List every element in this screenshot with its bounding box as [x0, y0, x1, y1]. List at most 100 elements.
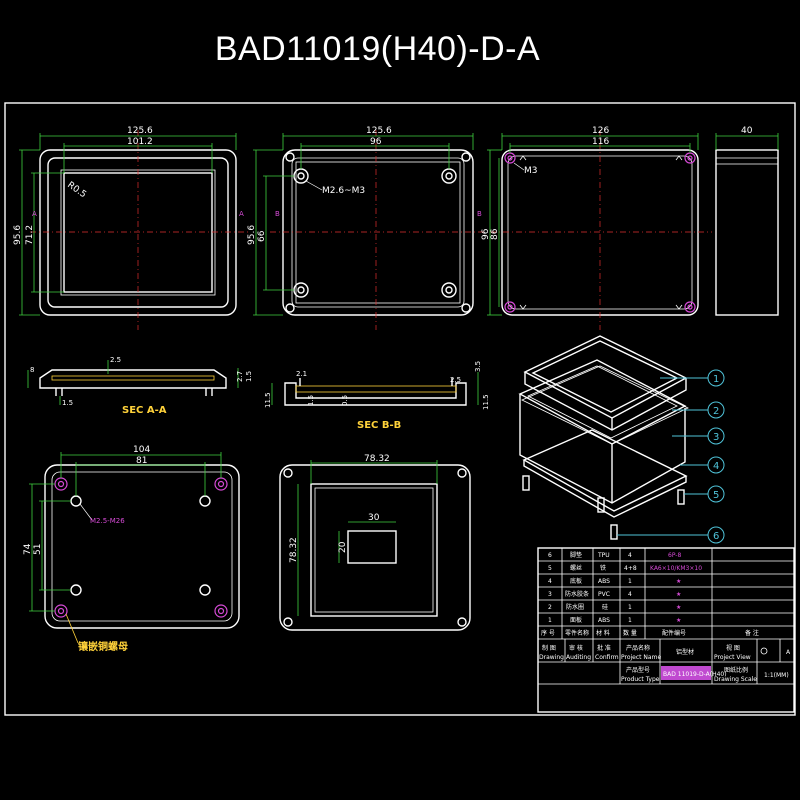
v3-dim-outer-h: 96 — [481, 228, 491, 240]
v6-dim-w: 78.32 — [364, 454, 390, 464]
svg-text:面板: 面板 — [570, 616, 582, 624]
section-a: 8 2.5 2.7 1.5 1.5 SEC A-A — [27, 356, 253, 416]
svg-text:铝型材: 铝型材 — [676, 648, 694, 656]
svg-text:批 准: 批 准 — [597, 644, 611, 652]
v4-dim-h: 40 — [741, 126, 753, 136]
projection-symbol-icon — [760, 647, 768, 655]
svg-text:零件名称: 零件名称 — [565, 629, 589, 637]
v6-win-w: 30 — [368, 513, 380, 523]
svg-text:5: 5 — [713, 490, 719, 501]
svg-text:1: 1 — [628, 617, 632, 624]
v6-dim-h: 78.32 — [289, 537, 299, 563]
v1-dim-outer-w: 125.6 — [127, 126, 153, 136]
svg-text:底板: 底板 — [570, 577, 582, 585]
svg-text:铁: 铁 — [600, 564, 606, 572]
bom-row-2: 2 防水圈 硅 1 ★ — [548, 603, 681, 611]
svg-text:★: ★ — [676, 591, 681, 598]
callout-5: 5 — [707, 485, 725, 503]
svg-text:序 号: 序 号 — [541, 629, 555, 637]
v2-dim-inner-h: 66 — [257, 230, 267, 242]
v5-dim-h1: 74 — [23, 543, 33, 555]
v1-dim-inner-h: 71.2 — [25, 225, 35, 245]
svg-text:6: 6 — [548, 552, 552, 559]
svg-text:PVC: PVC — [598, 591, 610, 598]
v1-dim-outer-h: 95.6 — [13, 225, 23, 245]
svg-text:Drawing: Drawing — [539, 654, 564, 661]
svg-text:制 图: 制 图 — [542, 644, 556, 652]
callout-2: 2 — [707, 401, 725, 419]
svg-text:数 量: 数 量 — [623, 629, 637, 637]
svg-text:3: 3 — [548, 591, 552, 598]
svg-text:备 注: 备 注 — [745, 629, 759, 637]
v3-corner-boss — [504, 152, 696, 313]
exploded-view: 1 2 3 4 5 6 — [518, 335, 725, 544]
svg-text:★: ★ — [676, 578, 681, 585]
svg-text:1: 1 — [713, 374, 719, 385]
callout-6: 6 — [707, 526, 725, 544]
v2-screw-label: M2.6~M3 — [322, 186, 365, 196]
svg-text:产品型号: 产品型号 — [626, 666, 650, 674]
svg-text:2: 2 — [713, 406, 719, 417]
view-shell-bottom: 104 81 74 51 M2.5-M26 镶嵌铜螺母 — [23, 445, 240, 653]
drawing-title: BAD11019(H40)-D-A — [214, 30, 541, 68]
v2-sec-mark-right: B — [477, 210, 482, 218]
secA-d1: 8 — [30, 366, 34, 374]
secA-d5: 1.5 — [62, 399, 73, 407]
svg-text:1: 1 — [628, 604, 632, 611]
secB-d1: 2.1 — [296, 370, 307, 378]
bom-row-1: 1 面板 ABS 1 ★ — [548, 616, 681, 624]
svg-text:Drawing Scale: Drawing Scale — [714, 676, 757, 683]
secB-d4: 1.5 — [307, 395, 315, 406]
svg-text:1: 1 — [548, 617, 552, 624]
sign-block: 制 图 Drawing 审 核 Auditing 批 准 Confirm 产品名… — [539, 644, 791, 683]
v5-inserts — [54, 477, 228, 618]
v2-dim-outer-w: 125.6 — [366, 126, 392, 136]
svg-text:防水胶条: 防水胶条 — [565, 590, 589, 598]
svg-text:Product Type: Product Type — [621, 676, 660, 683]
secA-d2: 2.5 — [110, 356, 121, 364]
secA-d4: 1.5 — [245, 371, 253, 382]
svg-text:4: 4 — [628, 552, 632, 559]
svg-text:防水圈: 防水圈 — [566, 603, 584, 611]
callout-1: 1 — [707, 369, 725, 387]
bom-row-6: 6 脚垫 TPU 4 6P-8 — [548, 551, 681, 559]
bom-row-5: 5 螺丝 铁 4+8 KA6×10/KM3×10 — [548, 564, 702, 572]
secB-label: SEC B-B — [357, 420, 401, 431]
svg-text:图纸比例: 图纸比例 — [724, 666, 748, 674]
svg-text:审 核: 审 核 — [569, 644, 583, 652]
svg-text:A: A — [786, 649, 791, 656]
svg-text:产品名称: 产品名称 — [626, 644, 650, 652]
secB-d6: 2.5 — [450, 376, 461, 384]
secB-d2: 3.5 — [474, 361, 482, 372]
v2-sec-mark-left: B — [275, 210, 280, 218]
v5-screw-label: M2.5-M26 — [90, 517, 125, 525]
svg-text:Auditing: Auditing — [566, 654, 591, 661]
v3-dim-inner-h: 86 — [490, 228, 500, 240]
exploded-feet — [522, 475, 685, 540]
svg-text:6: 6 — [713, 531, 719, 542]
v5-insert-note: 镶嵌铜螺母 — [78, 640, 128, 653]
svg-text:视 图: 视 图 — [726, 644, 740, 652]
title-block: 6 脚垫 TPU 4 6P-8 5 螺丝 铁 4+8 KA6×10/KM3×10… — [537, 547, 795, 713]
v3-screw-label: M3 — [524, 166, 538, 176]
svg-text:螺丝: 螺丝 — [570, 564, 582, 572]
svg-text:ABS: ABS — [598, 617, 610, 624]
svg-text:4: 4 — [628, 591, 632, 598]
svg-text:4: 4 — [713, 461, 719, 472]
v3-dim-inner-w: 116 — [592, 137, 609, 147]
svg-text:材 料: 材 料 — [596, 629, 610, 637]
svg-text:1:1(MM): 1:1(MM) — [764, 672, 789, 679]
view-lid-back: 125.6 96 95.6 66 M2.6~M3 B B — [247, 126, 485, 330]
v2-dim-inner-w: 96 — [370, 137, 382, 147]
svg-text:Project Name: Project Name — [621, 654, 661, 661]
section-b: 2.1 3.5 11.5 1.5 0.5 2.5 11.5 SEC B-B — [264, 361, 490, 431]
secA-d3: 2.7 — [236, 371, 244, 382]
v2-dim-outer-h: 95.6 — [247, 225, 257, 245]
svg-text:6P-8: 6P-8 — [668, 552, 681, 559]
svg-text:Project View: Project View — [714, 654, 751, 661]
view-base-plate: 78.32 78.32 30 20 — [279, 454, 471, 631]
v5-dim-h2: 51 — [33, 544, 43, 555]
svg-text:5: 5 — [548, 565, 552, 572]
svg-text:3: 3 — [713, 432, 719, 443]
